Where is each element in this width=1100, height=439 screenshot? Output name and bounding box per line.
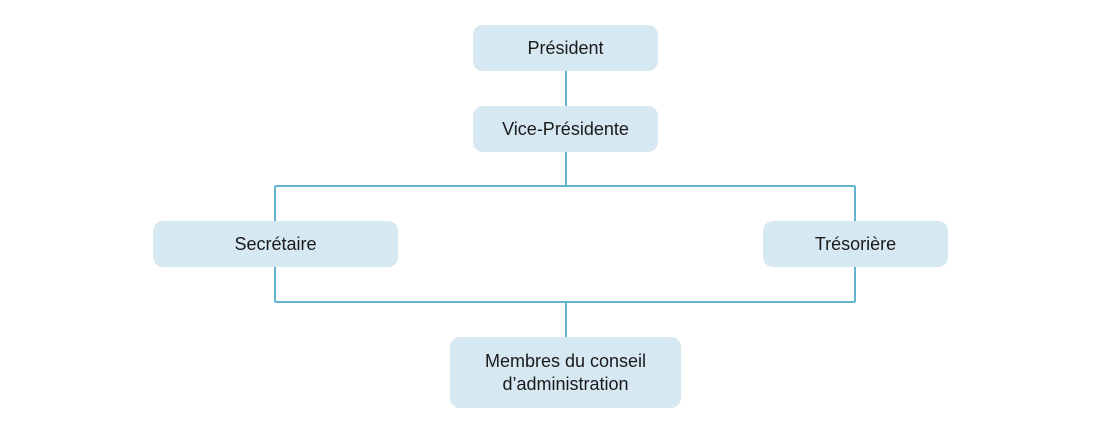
node-president: Président [473, 25, 658, 71]
node-secretary: Secrétaire [153, 221, 398, 267]
node-treasurer-label: Trésorière [814, 233, 897, 254]
node-board-members: Membres du conseil d’administration [450, 337, 681, 408]
node-president-label: Président [527, 37, 604, 58]
node-treasurer: Trésorière [763, 221, 948, 267]
node-vice-president-label: Vice-Présidente [502, 118, 629, 139]
node-vice-president: Vice-Présidente [473, 106, 658, 152]
node-board-members-label: Membres du conseil d’administration [484, 350, 647, 394]
node-secretary-label: Secrétaire [234, 233, 317, 254]
